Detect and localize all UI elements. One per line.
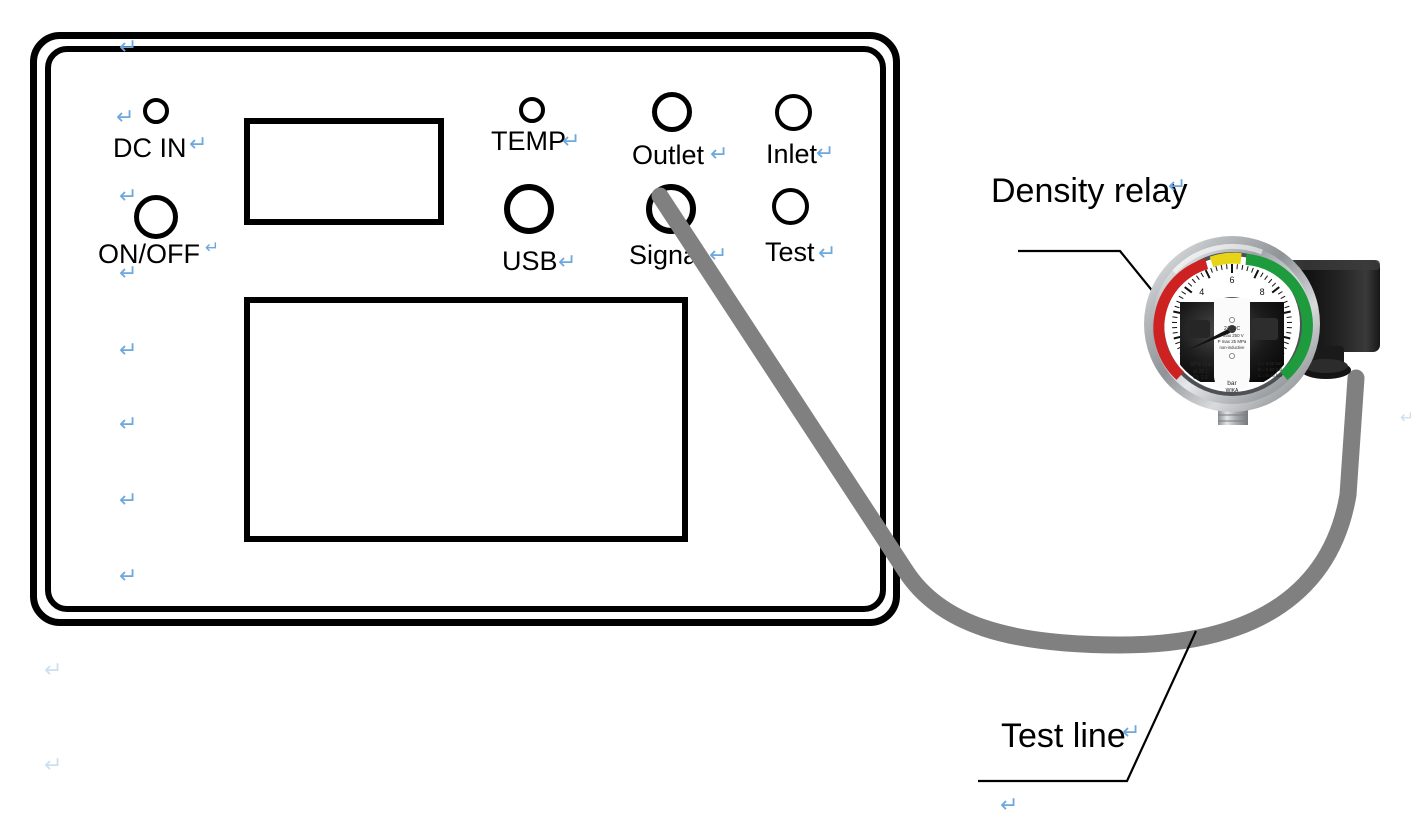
paragraph-mark: ↵ xyxy=(709,243,728,268)
port-label-on-off: ON/OFF xyxy=(98,239,200,269)
paragraph-mark: ↵ xyxy=(710,142,729,167)
port-on-off[interactable] xyxy=(134,195,178,239)
paragraph-mark: ↵ xyxy=(119,35,138,60)
port-test[interactable] xyxy=(772,188,809,225)
paragraph-mark: ↵ xyxy=(119,261,138,286)
paragraph-mark: ↵ xyxy=(189,132,208,157)
svg-text:24VDC: 24VDC xyxy=(1224,326,1241,332)
port-usb[interactable] xyxy=(504,184,554,234)
annotation-test-line: Test line xyxy=(1001,717,1126,755)
port-label-test: Test xyxy=(765,237,815,267)
paragraph-mark: ↵ xyxy=(44,658,63,683)
svg-text:WIKA: WIKA xyxy=(1226,388,1239,394)
svg-text:8: 8 xyxy=(1260,287,1265,297)
dial-print: 24VDC I max 250 V P max 25 MPa non-induc… xyxy=(1190,317,1283,394)
svg-text:P max 25 MPa: P max 25 MPa xyxy=(1218,339,1247,344)
svg-text:non-inductive: non-inductive xyxy=(1220,345,1246,350)
port-label-signal: Signal xyxy=(629,240,705,270)
paragraph-mark: ↵ xyxy=(1122,720,1141,745)
port-signal[interactable] xyxy=(646,184,696,234)
port-label-inlet: Inlet xyxy=(766,139,818,169)
svg-text:bar: bar xyxy=(1227,380,1237,387)
paragraph-mark: ↵ xyxy=(1400,408,1414,428)
paragraph-mark: ↵ xyxy=(205,238,220,258)
port-dc-in[interactable] xyxy=(143,98,169,124)
paragraph-mark: ↵ xyxy=(119,488,138,513)
gauge-graphic: 24680 24VDC I max 250 V P xyxy=(1144,236,1380,425)
pointer-needle xyxy=(1188,325,1236,350)
svg-text:B = 0,50 bar: B = 0,50 bar xyxy=(1258,367,1283,372)
port-label-temp: TEMP xyxy=(491,126,567,156)
test-line-leader xyxy=(978,630,1197,783)
density-relay-gauge[interactable]: 24680 24VDC I max 250 V P xyxy=(1140,232,1414,437)
port-label-usb: USB xyxy=(502,246,558,276)
paragraph-mark: ↵ xyxy=(119,338,138,363)
svg-text:at 20 C: at 20 C xyxy=(1193,369,1210,375)
paragraph-mark: ↵ xyxy=(562,129,581,154)
paragraph-mark: ↵ xyxy=(1168,174,1187,199)
svg-text:C = 0,48 bar: C = 0,48 bar xyxy=(1258,373,1283,378)
paragraph-mark: ↵ xyxy=(119,184,138,209)
scale-zones xyxy=(1153,252,1313,381)
paragraph-mark: ↵ xyxy=(1000,793,1019,818)
paragraph-mark: ↵ xyxy=(119,564,138,589)
svg-text:4: 4 xyxy=(1199,287,1204,297)
large-display[interactable] xyxy=(244,297,688,542)
paragraph-mark: ↵ xyxy=(816,141,835,166)
paragraph-mark: ↵ xyxy=(558,250,577,275)
paragraph-mark: ↵ xyxy=(44,753,63,778)
port-inlet[interactable] xyxy=(775,94,812,131)
paragraph-mark: ↵ xyxy=(119,412,138,437)
svg-text:A = 0,52 bar: A = 0,52 bar xyxy=(1258,361,1282,366)
annotation-density-relay: Density relay xyxy=(991,172,1188,210)
port-label-outlet: Outlet xyxy=(632,140,705,170)
paragraph-mark: ↵ xyxy=(818,241,837,266)
small-display[interactable] xyxy=(244,118,444,225)
svg-text:I max 250 V: I max 250 V xyxy=(1220,333,1243,338)
svg-text:CL 1.0: CL 1.0 xyxy=(1193,375,1208,381)
mechanism-window xyxy=(1180,297,1284,390)
port-outlet[interactable] xyxy=(652,92,692,132)
svg-text:6: 6 xyxy=(1229,275,1234,285)
paragraph-mark: ↵ xyxy=(116,105,135,130)
port-label-dc-in: DC IN xyxy=(113,133,187,163)
port-temp[interactable] xyxy=(519,97,545,123)
svg-text:SF6 Gas: SF6 Gas xyxy=(1190,362,1214,368)
